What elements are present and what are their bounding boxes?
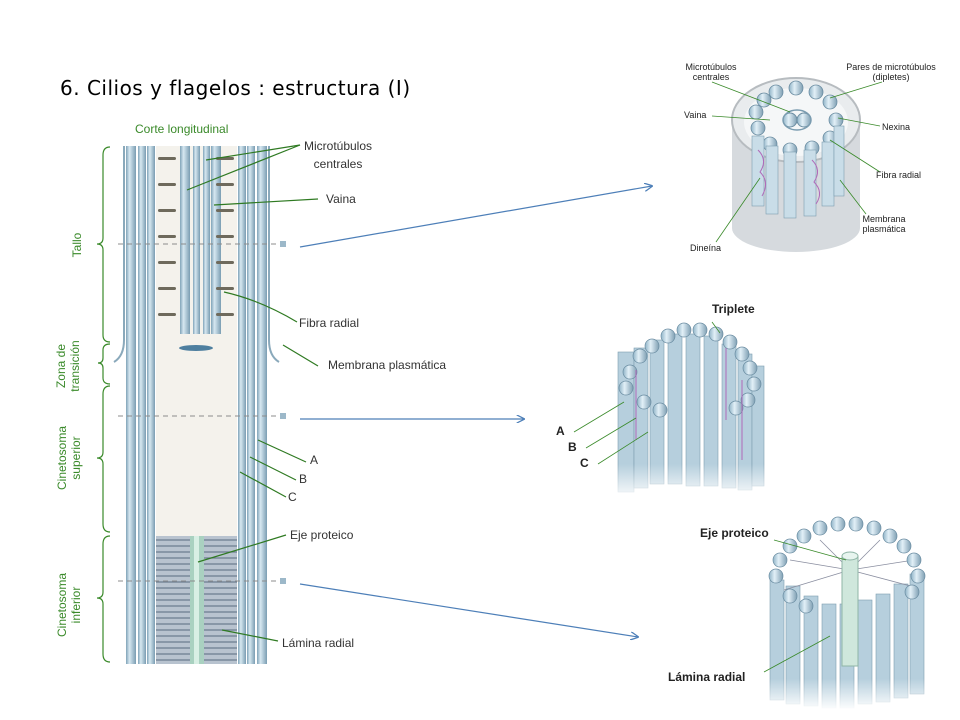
region-line: inferior bbox=[69, 586, 83, 624]
fig-label-line: Microtúbulos bbox=[685, 62, 737, 72]
fig-label-a: A bbox=[556, 424, 565, 438]
fig-label-nexina: Nexina bbox=[882, 122, 911, 132]
region-braces bbox=[96, 146, 111, 663]
fig-label-microtubulos: Microtúbulos centrales bbox=[676, 62, 746, 82]
pointer-arrows bbox=[299, 186, 652, 637]
label-lamina-radial: Lámina radial bbox=[282, 636, 355, 650]
region-line: Zona de bbox=[54, 343, 68, 389]
region-line: Cinetosoma bbox=[55, 572, 69, 638]
fig-label-fibra-radial: Fibra radial bbox=[876, 170, 922, 180]
region-label-cinetosoma-superior: Cinetosoma superior bbox=[55, 418, 83, 498]
label-line: Microtúbulos bbox=[303, 139, 373, 153]
fig-label-line: Pares de microtúbulos bbox=[846, 62, 936, 72]
region-line: transición bbox=[68, 340, 82, 392]
fig-label-dineina: Dineína bbox=[690, 243, 722, 253]
triplet-figure bbox=[573, 321, 780, 500]
fig-label-lamina-radial: Lámina radial bbox=[668, 670, 746, 684]
region-label-cinetosoma-inferior: Cinetosoma inferior bbox=[55, 565, 83, 645]
fig-label-pares: Pares de microtúbulos (dipletes) bbox=[836, 62, 946, 82]
axoneme-figure bbox=[711, 77, 883, 252]
region-label-tallo: Tallo bbox=[70, 221, 84, 269]
cartwheel-figure bbox=[760, 516, 940, 710]
fig-label-c: C bbox=[580, 456, 589, 470]
region-line: Cinetosoma bbox=[55, 425, 69, 491]
fig-label-eje-proteico: Eje proteico bbox=[700, 526, 769, 540]
label-fibra-radial: Fibra radial bbox=[299, 316, 360, 330]
label-microtubulos-centrales: Microtúbulos centrales bbox=[300, 137, 376, 173]
fig-label-line: (dipletes) bbox=[872, 72, 910, 82]
fig-label-membrana: Membrana plasmática bbox=[854, 214, 914, 234]
fig-label-b: B bbox=[568, 440, 577, 454]
label-a: A bbox=[310, 453, 319, 467]
longitudinal-section bbox=[113, 146, 286, 664]
label-vaina: Vaina bbox=[326, 192, 356, 206]
label-line: centrales bbox=[313, 157, 363, 171]
label-c: C bbox=[288, 490, 297, 504]
label-b: B bbox=[299, 472, 308, 486]
section-header: Corte longitudinal bbox=[135, 122, 229, 136]
fig-label-line: plasmática bbox=[862, 224, 906, 234]
fig-label-line: Membrana bbox=[862, 214, 906, 224]
region-line: superior bbox=[69, 436, 83, 480]
page-title: 6. Cilios y flagelos : estructura (I) bbox=[60, 76, 411, 100]
fig-label-line: centrales bbox=[692, 72, 730, 82]
fig-label-triplete: Triplete bbox=[712, 302, 755, 316]
label-eje-proteico: Eje proteico bbox=[290, 528, 354, 542]
label-membrana-plasmatica: Membrana plasmática bbox=[328, 358, 447, 372]
region-line: Tallo bbox=[70, 232, 84, 258]
region-label-transicion: Zona de transición bbox=[54, 331, 82, 401]
fig-label-vaina: Vaina bbox=[684, 110, 707, 120]
leader-lines bbox=[186, 144, 319, 642]
